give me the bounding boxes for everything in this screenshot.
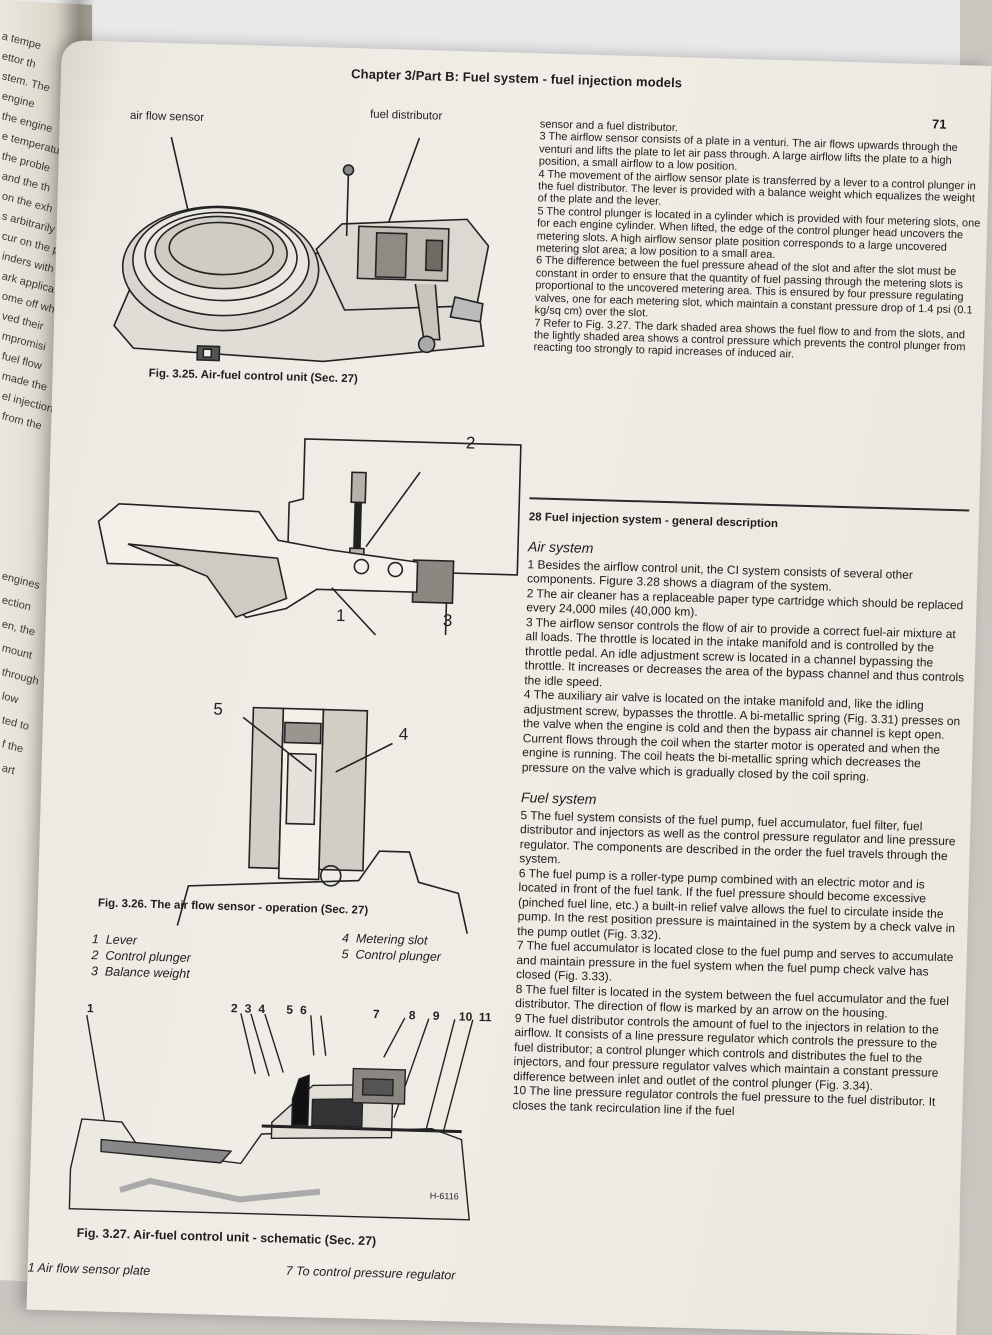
left-page-fragment: made the	[0, 370, 49, 394]
left-page-fragment: a tempe	[0, 30, 43, 53]
left-page-fragment: ection	[0, 594, 32, 614]
left-page-fragment: mpromisi	[0, 330, 47, 354]
section-28-title: 28 Fuel injection system - general descr…	[528, 511, 779, 531]
fig-3-25-caption: Fig. 3.25. Air-fuel control unit (Sec. 2…	[148, 367, 358, 386]
section-28: 28 Fuel injection system - general descr…	[512, 497, 970, 1124]
fig-3-26-legend-right: 4 Metering slot 5 Control plunger	[341, 930, 441, 965]
fig-3-26-number-1: 1	[335, 605, 346, 626]
section-divider	[529, 497, 970, 512]
fig-3-26-number-2: 2	[465, 433, 476, 453]
legend-item: 5 Control plunger	[341, 947, 442, 964]
left-page-fragment: f the	[0, 738, 25, 756]
legend-item: 3 Balance weight	[90, 964, 190, 981]
callout-air-flow-sensor: air flow sensor	[129, 109, 205, 124]
fig-3-27-legend-partial-2: 7 To control pressure regulator	[285, 1263, 456, 1283]
left-page-fragment: engine	[0, 90, 36, 111]
left-page-fragment: through	[0, 666, 40, 688]
left-page-fragment: ettor th	[0, 50, 37, 71]
left-page-fragment: art	[0, 762, 16, 778]
left-page-fragment: from the	[0, 410, 43, 433]
fig-3-26-number-3: 3	[442, 610, 453, 631]
air-flow-sensor-operation-illustration	[97, 438, 522, 934]
left-page-fragment: mount	[0, 642, 34, 662]
left-page-fragment: ved their	[0, 310, 45, 333]
running-head: Chapter 3/Part B: Fuel system - fuel inj…	[350, 66, 683, 91]
left-page-fragment: ted to	[0, 714, 31, 734]
fig-3-26-legend-left: 1 Lever 2 Control plunger 3 Balance weig…	[91, 931, 192, 982]
paragraph: 6 The fuel pump is a roller-type pump co…	[517, 865, 956, 942]
manual-page: Chapter 3/Part B: Fuel system - fuel inj…	[26, 40, 992, 1335]
paragraph: 3 The airflow sensor controls the flow o…	[524, 614, 965, 689]
left-page-fragment: engines	[0, 570, 41, 592]
left-page-fragment: en, the	[0, 618, 37, 639]
paragraph: 6 The difference between the fuel pressu…	[534, 254, 973, 320]
paragraph: 9 The fuel distributor controls the amou…	[513, 1010, 939, 1093]
fig-3-27-legend-partial-1: 1 Air flow sensor plate	[27, 1260, 151, 1278]
air-fuel-schematic-illustration	[68, 1013, 474, 1221]
fig-3-26-number-5: 5	[213, 699, 224, 719]
section-27-text: sensor and a fuel distributor. 3 The air…	[533, 118, 984, 366]
paragraph: 4 The auxiliary air valve is located on …	[521, 687, 961, 784]
fig-3-27-ref-code: H-6116	[429, 1190, 459, 1202]
section-28-body: Air system 1 Besides the airflow control…	[512, 538, 968, 1124]
left-page-fragment: low	[0, 690, 20, 707]
callout-fuel-distributor: fuel distributor	[369, 108, 443, 123]
fig-3-27-caption: Fig. 3.27. Air-fuel control unit - schem…	[76, 1225, 377, 1249]
air-fuel-control-unit-illustration	[113, 136, 490, 363]
fig-3-26-number-4: 4	[398, 724, 409, 744]
left-page-fragment: fuel flow	[0, 350, 43, 373]
